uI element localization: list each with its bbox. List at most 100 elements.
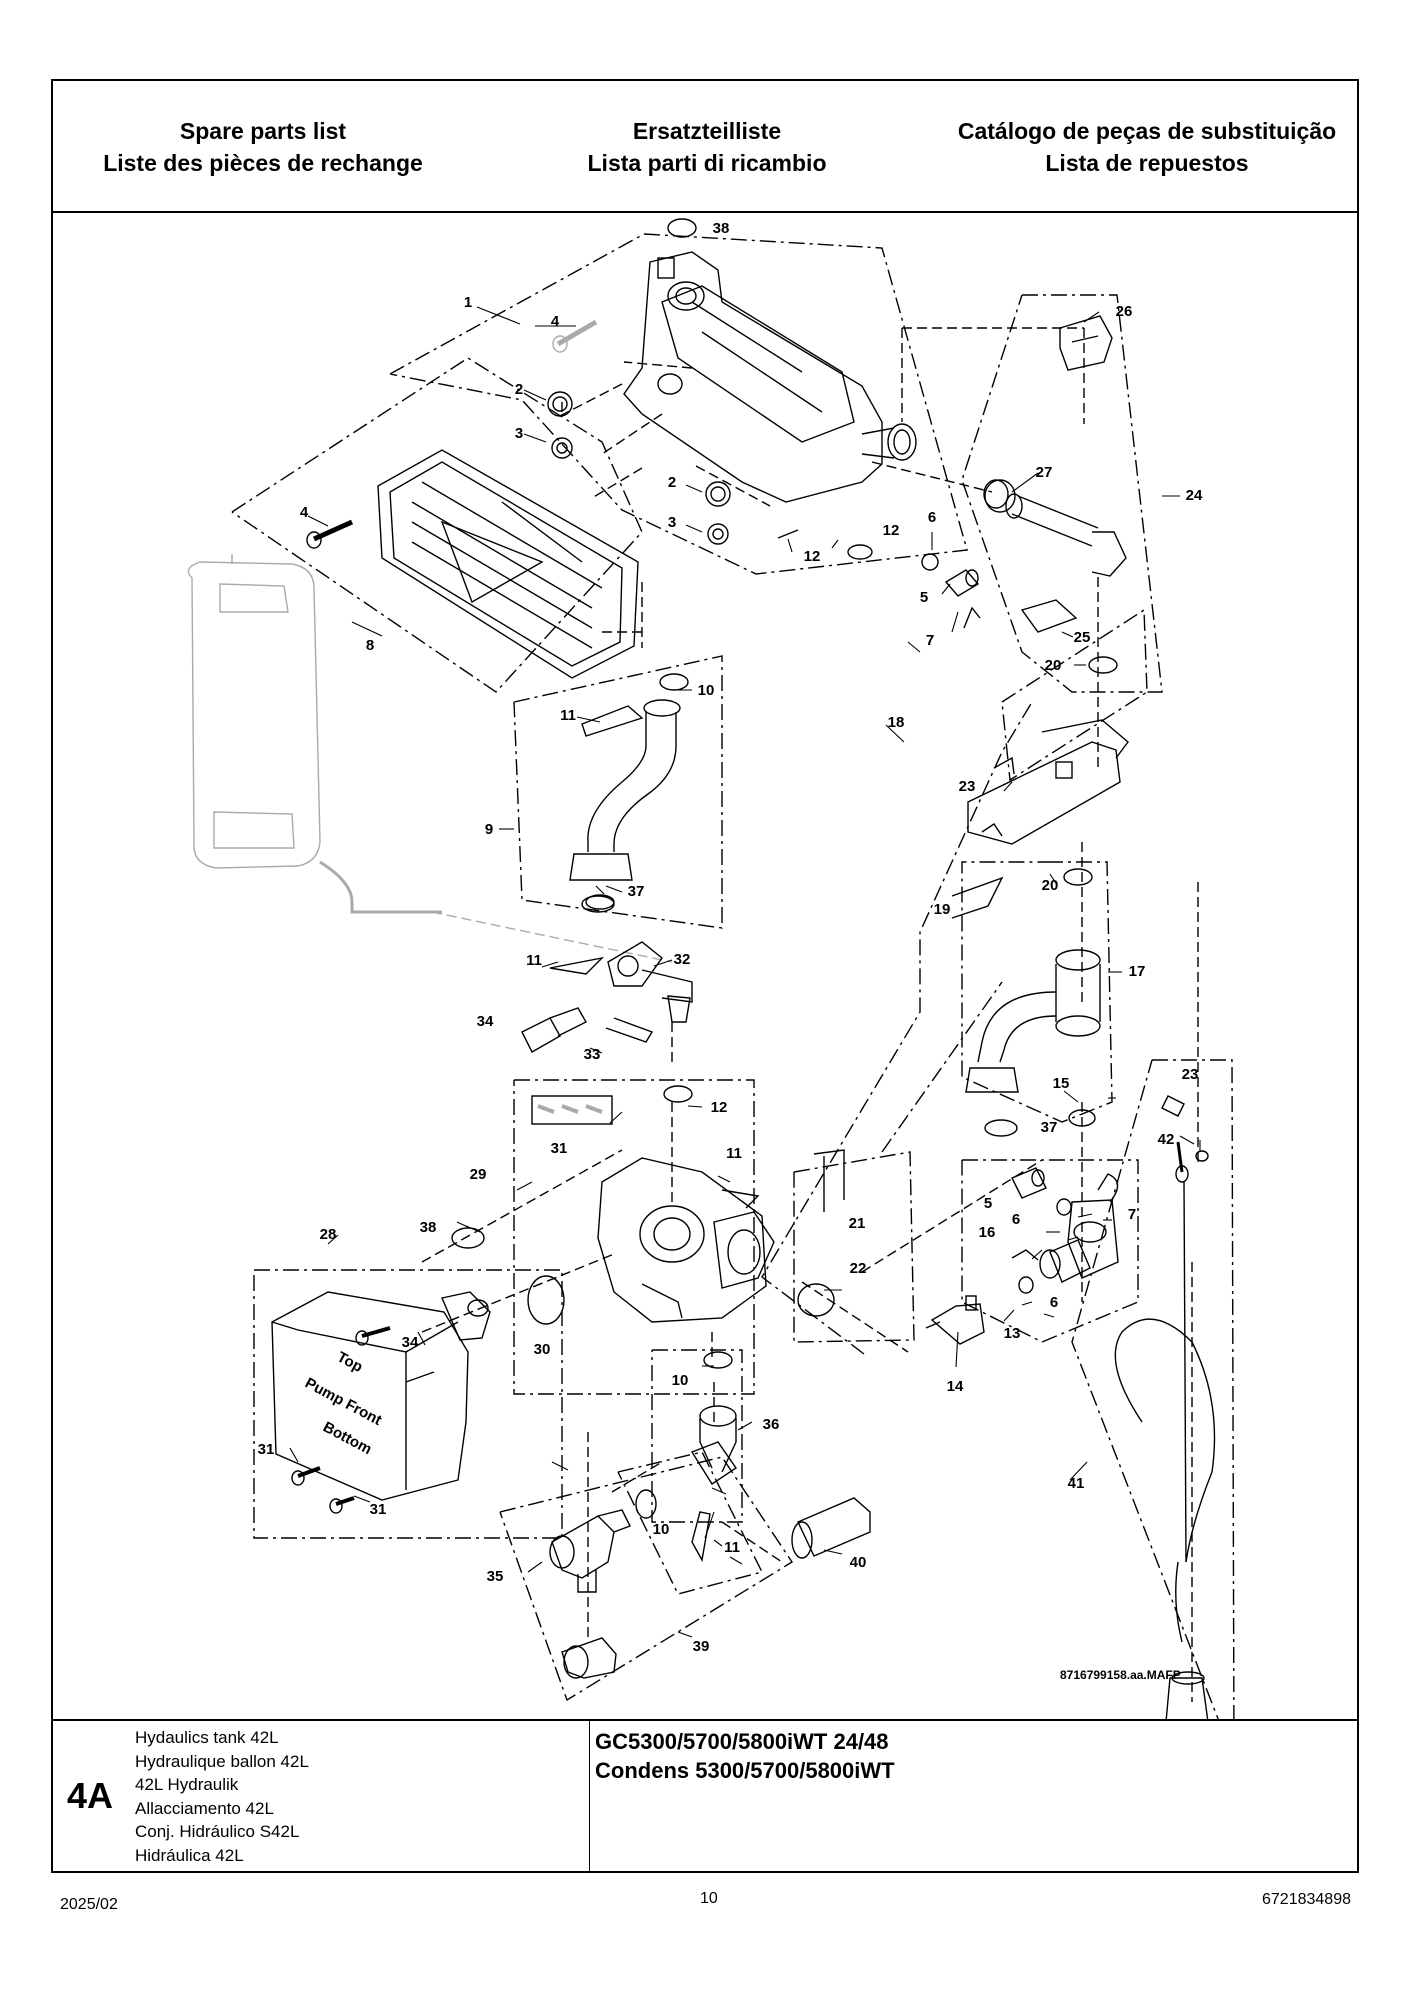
callout: 19 [934,901,951,918]
ring-part-38 [451,218,697,1249]
o-ring-12 [663,544,873,1103]
callout: 22 [850,1260,867,1277]
title-header: Spare parts list Liste des pièces de rec… [53,81,1357,213]
callout: 18 [888,714,905,731]
callout: 5 [920,589,928,606]
callout: 12 [711,1099,728,1116]
drawing-reference: 8716799158.aa.MAFP [1060,1668,1181,1682]
callout: 15 [1053,1075,1070,1092]
title-line: Lista de repuestos [1045,150,1249,176]
description-line: Hydaulics tank 42L [135,1728,279,1747]
clip-part-11 [549,705,760,1563]
ring-part-42 [1195,1150,1209,1162]
sensor-part-14 [925,1295,985,1345]
callout: 6 [1012,1211,1020,1228]
callout-leaders [289,306,1201,1638]
o-ring-6 [921,553,1072,1294]
callout: 12 [883,522,900,539]
assembly-centerlines [421,327,1199,1702]
seal-ring-3 [551,437,729,545]
pump-housing-part-29 [597,1157,775,1323]
title-line: Ersatzteilliste [632,118,782,144]
probe-part-41 [1114,1141,1216,1719]
callout: 10 [653,1521,670,1538]
description-line: Hydraulique ballon 42L [135,1751,309,1771]
callout: 11 [526,952,542,969]
pump-label-bottom: Bottom [320,1419,374,1459]
pump-label-front: Pump Front [302,1375,384,1430]
o-ring-part-22 [797,1283,835,1317]
callout: 13 [1004,1325,1021,1342]
callout: 14 [947,1378,964,1395]
callout: 9 [485,821,493,838]
clip-part-19 [951,876,1004,919]
seal-ring-2 [547,391,731,507]
screw-part-4b [306,519,354,549]
callout: 40 [850,1554,867,1571]
title-line: Liste des pièces de rechange [103,150,423,176]
callout: 37 [1041,1119,1058,1136]
o-ring-20 [1063,656,1118,886]
pump-label: Top Pump Front Bottom [302,1349,384,1459]
elbow-part-39 [561,1637,617,1679]
screw-set-part-31 [291,1095,613,1514]
clip-part-21 [813,1149,845,1212]
title-de-it: Ersatzteilliste Lista parti di ricambio [497,115,917,179]
callout: 7 [926,632,934,649]
o-ring-37 [581,895,1018,1137]
callout: 34 [402,1334,419,1351]
clip-part-25 [1020,599,1078,633]
callout: 6 [928,509,936,526]
callout: 38 [713,220,730,237]
callout: 8 [366,637,374,654]
callout: 27 [1036,464,1053,481]
callout-numbers: 1 4 2 3 4 8 2 3 12 12 6 5 7 38 26 27 24 … [258,220,1203,1655]
page-number: 10 [700,1890,718,1907]
callout: 4 [300,504,309,521]
fitting-part-35 [549,1509,631,1593]
o-ring-10 [635,673,733,1519]
title-line: Lista parti di ricambio [587,150,827,176]
callout: 33 [584,1046,601,1063]
callout: 11 [560,707,576,724]
nipple-part-40 [791,1497,871,1559]
callout: 11 [726,1145,742,1162]
callout: 39 [693,1638,710,1655]
title-line: Catálogo de peças de substituição [957,118,1337,144]
nipple-part-5 [944,569,1047,1199]
callout: 26 [1116,303,1133,320]
title-block: 4A Hydaulics tank 42L Hydraulique ballon… [53,1719,1357,1873]
expansion-vessel [187,554,673,963]
o-ring-part-30 [527,1275,565,1325]
callout: 5 [984,1195,992,1212]
callout: 1 [464,294,472,311]
pump-label-top: Top [334,1349,365,1376]
pump-motor-part-28 [271,1291,491,1501]
tee-fitting-part-17 [965,949,1101,1093]
callout: 28 [320,1226,337,1243]
callout: 35 [487,1568,504,1585]
assembly-outlines [231,233,1235,1719]
valve-group-part-13 [1039,1199,1119,1283]
callout: 3 [515,425,523,442]
clip-part-23 [993,756,1185,1117]
callout: 4 [551,313,560,330]
callout: 11 [724,1539,740,1556]
pipe-part-9 [569,699,681,910]
gasket-part-12 [777,529,799,539]
model-names: GC5300/5700/5800iWT 24/48 Condens 5300/5… [595,1727,895,1785]
callout: 23 [1182,1066,1199,1083]
callout: 36 [763,1416,780,1433]
clip-part-7 [963,606,1119,1203]
o-ring-15 [1068,1109,1096,1127]
callout: 10 [672,1372,689,1389]
clip-part-26 [1059,315,1113,371]
callout: 20 [1045,657,1062,674]
callout: 34 [477,1013,494,1030]
sensor-part-34 [521,1007,587,1053]
description-line: Hidráulica 42L [135,1845,244,1865]
callout: 20 [1042,877,1059,894]
description-line: Conj. Hidráulico S42L [135,1822,300,1841]
callout: 7 [1128,1206,1136,1223]
small-part-16 [1011,1249,1039,1261]
